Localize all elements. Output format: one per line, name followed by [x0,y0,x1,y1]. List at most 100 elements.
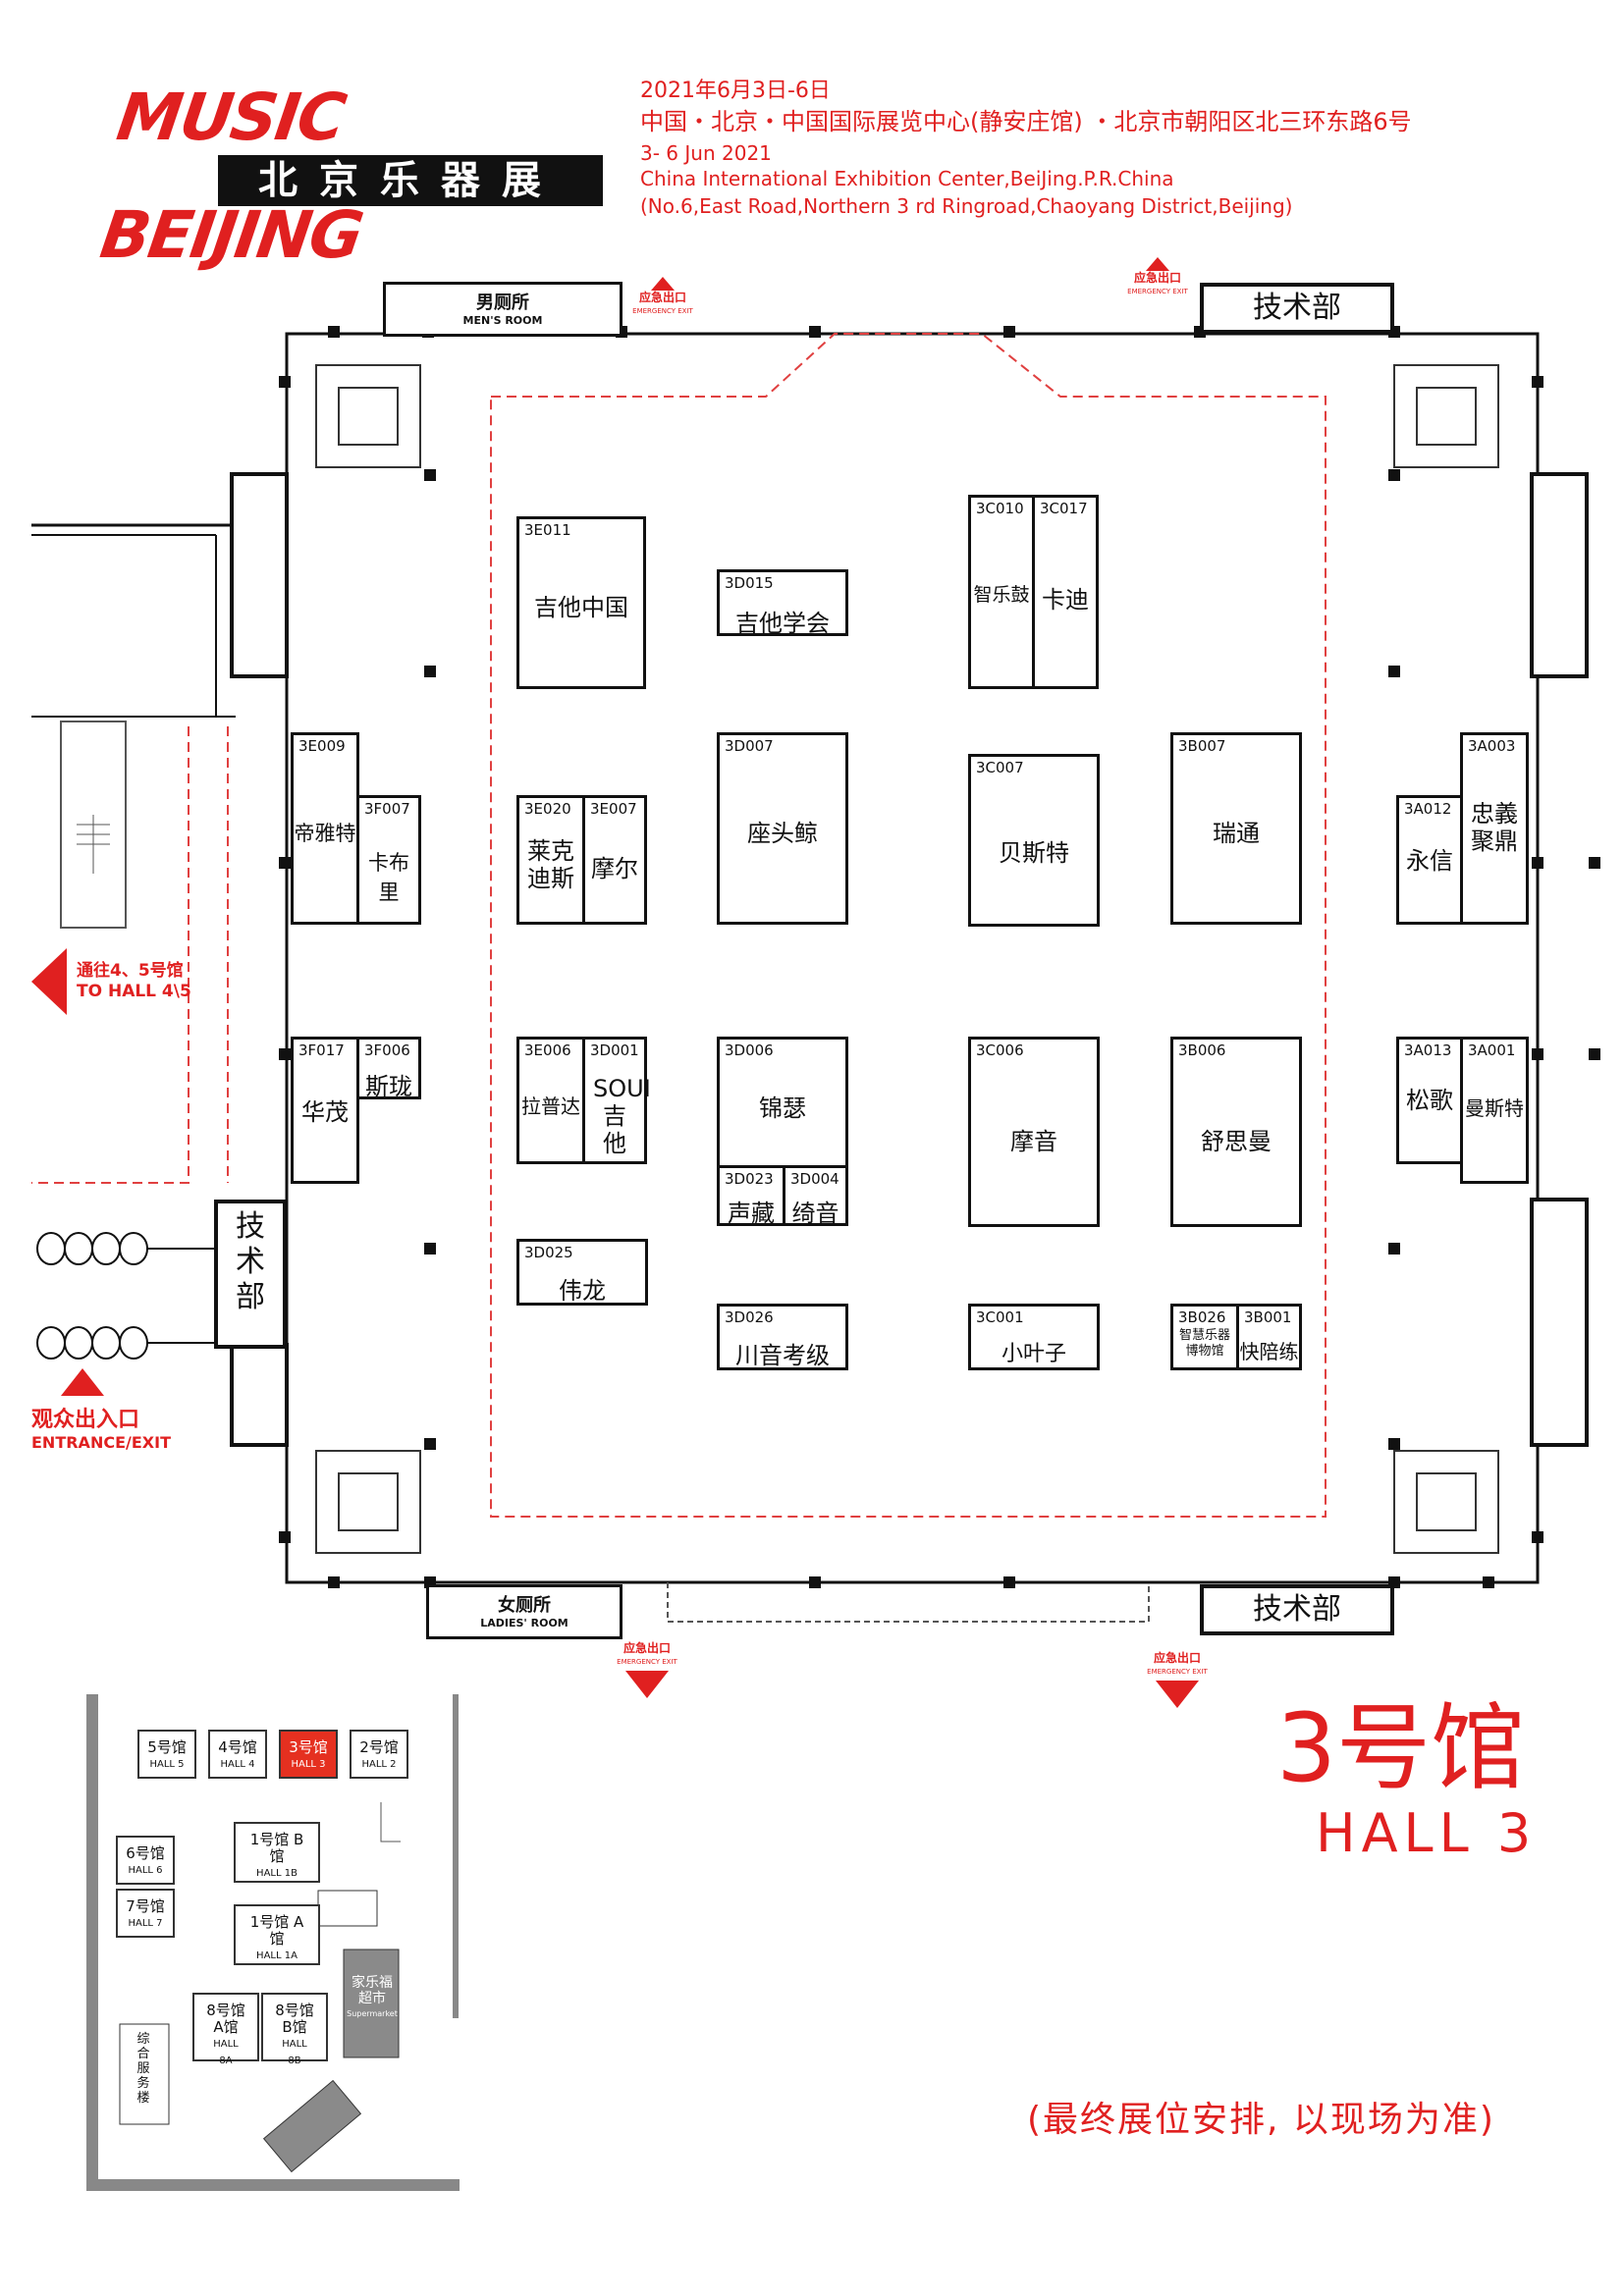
booth-3C007[interactable]: 3C007 贝斯特 [968,754,1100,927]
booth-3C010[interactable]: 3C010 智乐鼓 [968,495,1035,689]
booth-3D015[interactable]: 3D015 吉他学会 [717,569,848,637]
booth-name: 忠義聚鼎 [1471,800,1518,855]
booth-code: 3C017 [1040,500,1088,517]
minimap-hall-label-en: HALL 4 [220,1759,255,1770]
booth-3B001[interactable]: 3B001 快陪练 [1236,1304,1302,1370]
supermarket-label-en: Supermarket [347,2009,398,2018]
booth-3E009[interactable]: 3E009 帝雅特 [291,732,359,925]
booth-3B006[interactable]: 3B006 舒思曼 [1170,1037,1302,1227]
booth-3F006[interactable]: 3F006 斯珑 [356,1037,421,1100]
minimap-hall-1a[interactable]: 1号馆 A馆 HALL 1A [234,1904,320,1965]
minimap-hall-8a[interactable]: 8号馆 A馆 HALL 8A [192,1993,259,2066]
booth-3B007[interactable]: 3B007 瑞通 [1170,732,1302,925]
minimap-hall-4[interactable]: 4号馆 HALL 4 [208,1730,267,1779]
exit-label-en: EMERGENCY EXIT [1147,1668,1208,1676]
booth-name: 舒思曼 [1201,1128,1272,1155]
mens-room-label-en: MEN'S ROOM [462,314,543,327]
booth-3A012[interactable]: 3A012 永信 [1396,795,1463,925]
mens-room-label: 男厕所 [476,293,529,313]
address-en: (No.6,East Road,Northern 3 rd Ringroad,C… [640,194,1293,218]
booth-name: 伟龙 [559,1277,606,1305]
minimap-hall-label: 2号馆 [359,1738,399,1756]
minimap-hall-label-en: HALL 3 [291,1759,326,1770]
exit-arrow-icon [1156,1681,1199,1708]
minimap-hall-label-en: HALL 8B [282,2039,307,2066]
exit-label-en: EMERGENCY EXIT [1127,288,1188,295]
booth-3B026[interactable]: 3B026 智慧乐器博物馆 [1170,1304,1239,1370]
booth-code: 3F006 [364,1041,410,1059]
booth-name: 斯珑 [365,1073,412,1100]
booth-name: 智慧乐器博物馆 [1178,1328,1230,1359]
booth-3D007[interactable]: 3D007 座头鲸 [717,732,848,925]
minimap-hall-7[interactable]: 7号馆 HALL 7 [116,1889,175,1938]
booth-3D001[interactable]: 3D001 SOUI吉他 [582,1037,651,1164]
booth-name: 声藏 [728,1200,775,1227]
booth-code: 3D015 [725,574,774,592]
minimap-hall-1b[interactable]: 1号馆 B馆 HALL 1B [234,1822,320,1883]
booth-code: 3D006 [725,1041,774,1059]
booth-3F007[interactable]: 3F007 卡布里 [356,795,421,925]
date-en: 3- 6 Jun 2021 [640,141,772,165]
booth-3A003[interactable]: 3A003 忠義聚鼎 [1460,732,1529,925]
booth-code: 3D004 [790,1170,839,1188]
booth-3E011[interactable]: 3E011 吉他中国 [516,516,646,689]
booth-3E020[interactable]: 3E020 莱克迪斯 [516,795,585,925]
minimap-service-building: 综合服务楼 [136,2032,150,2106]
booth-3C006[interactable]: 3C006 摩音 [968,1037,1100,1227]
booth-3D006[interactable]: 3D006 锦瑟 [717,1037,848,1168]
booth-3C017[interactable]: 3C017 卡迪 [1032,495,1099,689]
entrance-label: 观众出入口 [31,1408,140,1432]
minimap-hall-label-en: HALL 7 [128,1918,163,1929]
minimap-hall-label: 5号馆 [147,1738,187,1756]
booth-3D023[interactable]: 3D023 声藏 [717,1165,785,1227]
booth-name: 摩尔 [591,855,638,882]
booth-3D004[interactable]: 3D004 绮音 [783,1165,848,1227]
booth-code: 3A003 [1468,737,1516,755]
minimap-hall-8b[interactable]: 8号馆 B馆 HALL 8B [261,1993,328,2066]
entrance-label-en: ENTRANCE/EXIT [31,1433,171,1452]
booth-code: 3D025 [524,1244,573,1261]
booth-code: 3B001 [1244,1308,1292,1326]
booth-3A001[interactable]: 3A001 曼斯特 [1460,1037,1529,1184]
booth-code: 3E020 [524,800,571,818]
minimap-hall-label: 4号馆 [218,1738,257,1756]
booth-3C001[interactable]: 3C001 小叶子 [968,1304,1100,1370]
minimap-hall-2[interactable]: 2号馆 HALL 2 [350,1730,408,1779]
to-hall-label: 通往4、5号馆 [77,961,184,981]
booth-name: 吉他学会 [735,610,830,637]
minimap-hall-3-current[interactable]: 3号馆 HALL 3 [279,1730,338,1779]
booth-3A013[interactable]: 3A013 松歌 [1396,1037,1463,1164]
booth-code: 3A013 [1404,1041,1452,1059]
minimap-hall-label-en: HALL 1B [256,1868,298,1879]
exit-label: 应急出口 [1133,271,1181,285]
minimap-hall-label: 1号馆 A馆 [249,1913,304,1948]
booth-code: 3D026 [725,1308,774,1326]
ladies-room-label-en: LADIES' ROOM [480,1617,568,1629]
minimap-hall-label: 3号馆 [289,1738,328,1756]
minimap-hall-5[interactable]: 5号馆 HALL 5 [137,1730,196,1779]
booth-code: 3E011 [524,521,571,539]
booth-3E006[interactable]: 3E006 拉普达 [516,1037,585,1164]
booth-code: 3E009 [298,737,346,755]
entrance-arrow-icon [61,1368,104,1396]
booth-code: 3C001 [976,1308,1024,1326]
minimap-hall-6[interactable]: 6号馆 HALL 6 [116,1836,175,1885]
booth-3D026[interactable]: 3D026 川音考级 [717,1304,848,1370]
booth-code: 3B026 [1178,1308,1226,1326]
booth-code: 3E006 [524,1041,571,1059]
booth-name: 永信 [1406,847,1453,875]
booth-3D025[interactable]: 3D025 伟龙 [516,1239,648,1306]
booth-name: 小叶子 [1001,1342,1066,1366]
tech-dept-side-char-1: 技 [236,1209,265,1244]
booth-name: 曼斯特 [1465,1096,1524,1120]
booth-name: 摩音 [1010,1128,1057,1155]
minimap-hall-label: 1号馆 B馆 [249,1831,304,1865]
venue-en: China International Exhibition Center,Be… [640,167,1174,190]
booth-3F017[interactable]: 3F017 华茂 [291,1037,359,1184]
date-cn: 2021年6月3日-6日 [640,79,831,103]
tech-dept-side-char-3: 部 [236,1280,265,1314]
booth-name: 吉他中国 [534,594,628,621]
booth-name: 卡布里 [368,851,409,904]
booth-3E007[interactable]: 3E007 摩尔 [582,795,647,925]
booth-name: 卡迪 [1042,586,1089,614]
